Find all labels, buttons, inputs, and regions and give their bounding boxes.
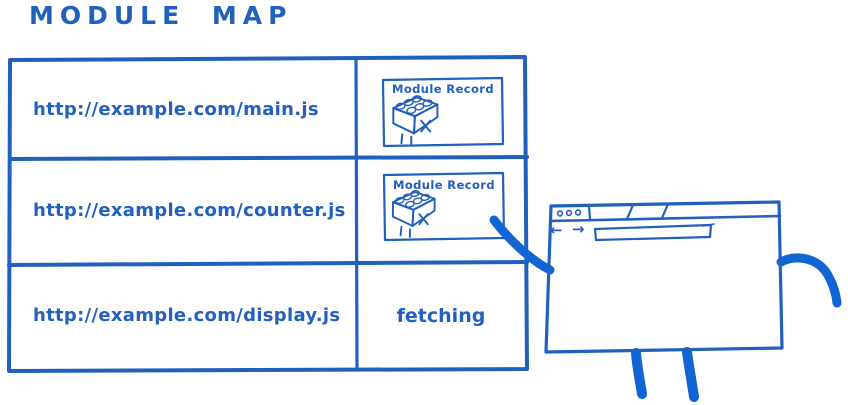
module-record-label: Module Record	[392, 82, 494, 96]
module-map-table-grid	[7, 55, 529, 373]
forward-arrow-icon: →	[571, 220, 585, 238]
url-bar	[593, 223, 715, 242]
browser-window-frame	[544, 200, 784, 354]
status-text-fetching: fetching	[396, 305, 486, 327]
browser-nav-arrows: ← →	[550, 220, 585, 239]
browser-left-arm	[489, 215, 555, 275]
browser-character	[489, 200, 842, 402]
browser-tabs	[625, 202, 670, 221]
module-record-label: Module Record	[393, 178, 495, 192]
browser-right-leg	[682, 347, 699, 402]
lego-brick-icon	[392, 94, 439, 146]
window-dots-icon	[556, 209, 582, 217]
url-text-display: http://example.com/display.js	[33, 305, 341, 326]
browser-right-arm	[776, 253, 842, 308]
browser-titlebar-line	[549, 214, 782, 223]
back-arrow-icon: ←	[550, 221, 563, 239]
page-title: MODULE MAP	[29, 1, 293, 30]
url-text-main: http://example.com/main.js	[33, 99, 319, 120]
browser-left-leg	[631, 348, 647, 399]
module-record-box-main	[381, 76, 505, 148]
url-text-counter: http://example.com/counter.js	[33, 200, 346, 221]
lego-brick-icon	[392, 188, 436, 238]
browser-controls-box	[587, 204, 592, 222]
